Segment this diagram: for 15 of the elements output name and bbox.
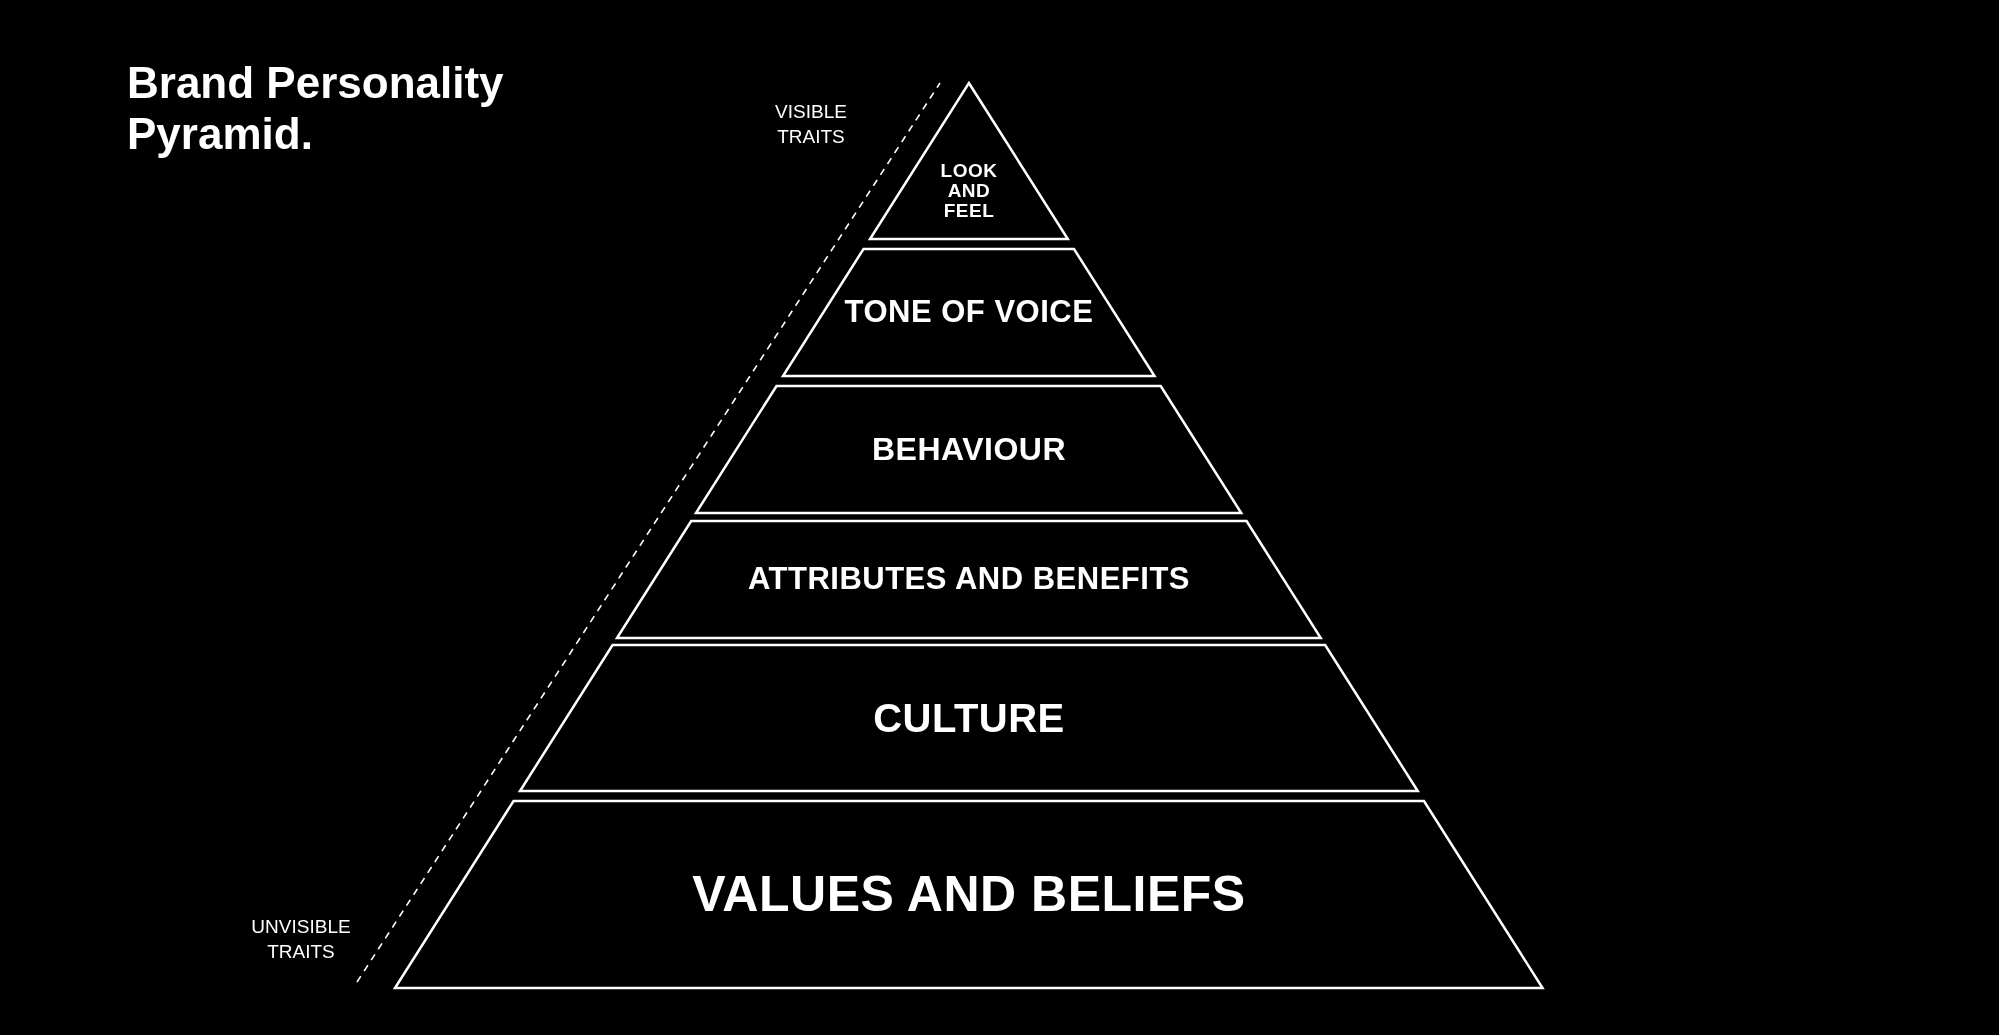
pyramid-tier bbox=[395, 801, 1543, 988]
tier-label: VALUES AND BELIEFS bbox=[692, 868, 1246, 921]
pyramid-tier bbox=[617, 521, 1321, 638]
pyramid-tier bbox=[783, 249, 1155, 376]
tier-label: ATTRIBUTES AND BENEFITS bbox=[747, 563, 1190, 596]
side-label: UNVISIBLE TRAITS bbox=[250, 915, 352, 964]
side-label: VISIBLE TRAITS bbox=[774, 100, 848, 149]
pyramid-apex-triangle bbox=[870, 83, 1068, 239]
tier-label: TONE OF VOICE bbox=[844, 296, 1094, 329]
pyramid-tier bbox=[696, 386, 1242, 513]
pyramid-tier bbox=[520, 645, 1418, 791]
title: Brand Personality Pyramid. bbox=[127, 58, 505, 160]
tier-label: BEHAVIOUR bbox=[871, 432, 1067, 467]
tier-label: LOOK AND FEEL bbox=[939, 161, 999, 221]
tier-label: CULTURE bbox=[873, 697, 1065, 739]
